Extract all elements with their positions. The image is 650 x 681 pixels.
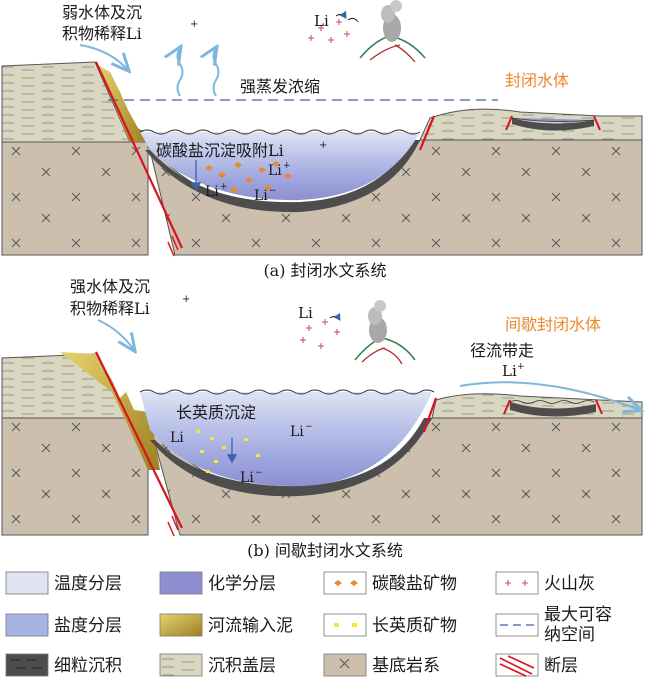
legend-swatch-salinity: [5, 613, 49, 637]
basement-left: [1, 141, 149, 256]
dilution-arrow-b: [97, 319, 134, 350]
feldspar-minerals-b: [196, 430, 260, 473]
legend-swatch-volcanic-ash: [495, 571, 539, 595]
legend-label-max-accommodation-2: 纳空间: [544, 625, 595, 645]
panel-b-li-a: Li: [170, 430, 184, 446]
panel-a-dilution-label-1: 弱水体及沉: [62, 3, 142, 22]
river-mud-b: [60, 352, 160, 470]
panel-a: 弱水体及沉 积物稀释Li + 强蒸发浓缩 封闭水体 碳酸盐沉淀吸附Li + Li…: [1, 0, 643, 280]
water-surface-b: [139, 389, 435, 395]
closed-basin-sediment: [512, 118, 594, 131]
legend-swatch-chemical: [159, 571, 203, 595]
panel-a-closed-water-label: 封闭水体: [505, 71, 569, 90]
intermittent-basin-sediment: [510, 402, 596, 417]
legend-label-max-accommodation-1: 最大可容: [544, 605, 612, 625]
panel-a-dilution-sup: +: [190, 19, 198, 30]
legend-label-fault: 断层: [544, 656, 578, 676]
legend-swatch-feldspar: [323, 613, 367, 637]
legend-swatch-carbonate: [323, 571, 367, 595]
fault-left-a: [95, 61, 183, 249]
basement-left-b: [1, 417, 149, 536]
runoff-arrow-b: [459, 381, 640, 410]
legend-label-carbonate: 碳酸盐矿物: [372, 574, 457, 594]
carbonate-label-sup: +: [319, 140, 327, 151]
panel-b-li-c-sup: −: [255, 468, 263, 478]
legend-label-chemical: 化学分层: [208, 574, 276, 594]
panel-b-caption: (b) 间歇封闭水文系统: [247, 541, 403, 560]
panel-a-carbonate-label: 碳酸盐沉淀吸附Li: [156, 141, 284, 160]
panel-a-li-1: Li: [268, 163, 282, 179]
volcano-icon-b: [354, 300, 416, 365]
carbonate-minerals-a: [205, 161, 292, 193]
fault-right-a: [418, 115, 436, 151]
evaporation-arrow-1: [178, 48, 184, 97]
panel-a-li-volcano: Li: [314, 12, 329, 30]
fault-right-b: [422, 397, 438, 433]
fault-left-b: [95, 351, 183, 529]
panel-a-li-2: Li: [205, 184, 219, 200]
fine-sediment-a: [145, 140, 420, 213]
river-mud-a: [96, 64, 150, 142]
evaporation-arrow-2: [214, 48, 220, 97]
panel-b-li-b: Li: [290, 424, 304, 440]
panel-b-dilution-label-2: 积物稀释Li: [70, 299, 150, 318]
legend-swatch-fault: [495, 653, 539, 677]
volcanic-ash-a: [308, 19, 350, 43]
panel-b-li-runoff-sup: +: [517, 362, 525, 372]
panel-b-feldspar-label: 长英质沉淀: [176, 403, 256, 422]
legend-swatch-temperature: [5, 571, 49, 595]
legend-label-river-mud: 河流输入泥: [208, 616, 293, 636]
panel-a-caption: (a) 封闭水文系统: [263, 261, 386, 280]
legend: 温度分层 化学分层 碳酸盐矿物 火山灰 盐度分层 河流输入泥 长英质矿物 最大可…: [5, 571, 612, 677]
panel-a-dilution-label-2: 积物稀释Li: [62, 24, 142, 43]
panel-b-intermittent-label: 间歇封闭水体: [505, 315, 601, 334]
legend-label-salinity: 盐度分层: [54, 616, 122, 636]
fine-sediment-b: [150, 418, 432, 497]
legend-label-fine-sediment: 细粒沉积: [54, 656, 122, 676]
panel-a-li-3-sup: −: [269, 186, 277, 196]
panel-b-li-runoff: Li: [502, 362, 517, 380]
lake-b: [140, 392, 432, 487]
volcano-icon-a: [359, 0, 426, 63]
panel-b-dilution-label-1: 强水体及沉: [70, 277, 150, 296]
panel-a-li-2-sup: +: [220, 182, 228, 192]
panel-b: 强水体及沉 积物稀释Li + 间歇封闭水体 径流带走 Li + Li 长英质沉淀…: [1, 277, 642, 560]
panel-b-li-volcano: Li: [298, 304, 313, 322]
legend-label-cover: 沉积盖层: [208, 656, 276, 676]
water-surface-a: [139, 129, 421, 135]
panel-b-li-b-sup: −: [305, 422, 313, 432]
legend-swatch-river-mud: [159, 613, 203, 637]
panel-a-evaporation-label: 强蒸发浓缩: [240, 77, 320, 96]
panel-a-li-1-sup: +: [283, 161, 291, 171]
legend-label-feldspar: 长英质矿物: [372, 616, 457, 636]
legend-label-temperature: 温度分层: [54, 574, 122, 594]
panel-b-runoff-label: 径流带走: [470, 341, 534, 360]
panel-b-li-c: Li: [240, 470, 254, 486]
legend-swatch-cover: [159, 653, 203, 677]
lake-a: [140, 132, 420, 201]
legend-swatch-fine-sediment: [5, 653, 49, 677]
legend-label-volcanic-ash: 火山灰: [544, 574, 595, 594]
legend-label-basement: 基底岩系: [372, 656, 440, 676]
legend-swatch-basement: [323, 653, 367, 677]
volcanic-ash-b: [300, 319, 340, 349]
panel-a-li-3: Li: [254, 188, 268, 204]
panel-b-dilution-sup: +: [182, 294, 190, 305]
dilution-arrow-a: [79, 44, 128, 70]
